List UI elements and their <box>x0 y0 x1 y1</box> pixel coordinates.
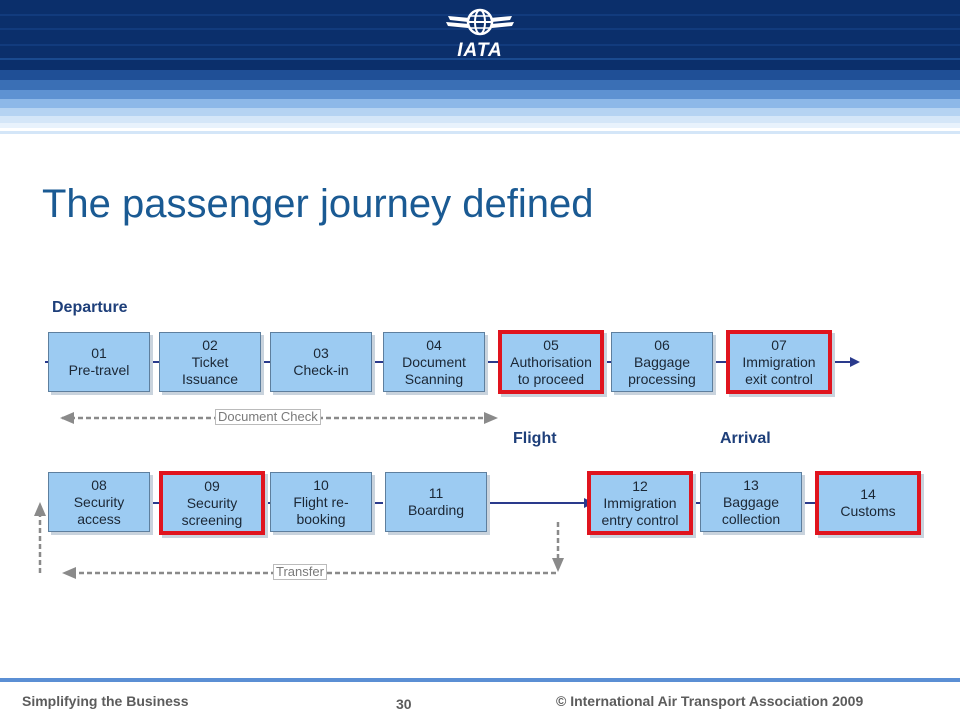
footer-tagline: Simplifying the Business <box>22 693 189 709</box>
iata-logo: IATA <box>444 6 516 62</box>
document-check-label: Document Check <box>215 409 321 425</box>
transfer-label: Transfer <box>273 564 327 580</box>
flight-label: Flight <box>513 430 557 447</box>
footer-copyright: © International Air Transport Associatio… <box>556 693 864 709</box>
globe-icon <box>446 8 514 36</box>
arrival-label: Arrival <box>720 430 771 447</box>
page-title: The passenger journey defined <box>42 182 594 226</box>
logo-text: IATA <box>457 40 503 61</box>
header-banner: IATA <box>0 0 960 140</box>
departure-label: Departure <box>52 299 128 316</box>
page-number: 30 <box>396 696 412 712</box>
footer-divider <box>0 678 960 682</box>
